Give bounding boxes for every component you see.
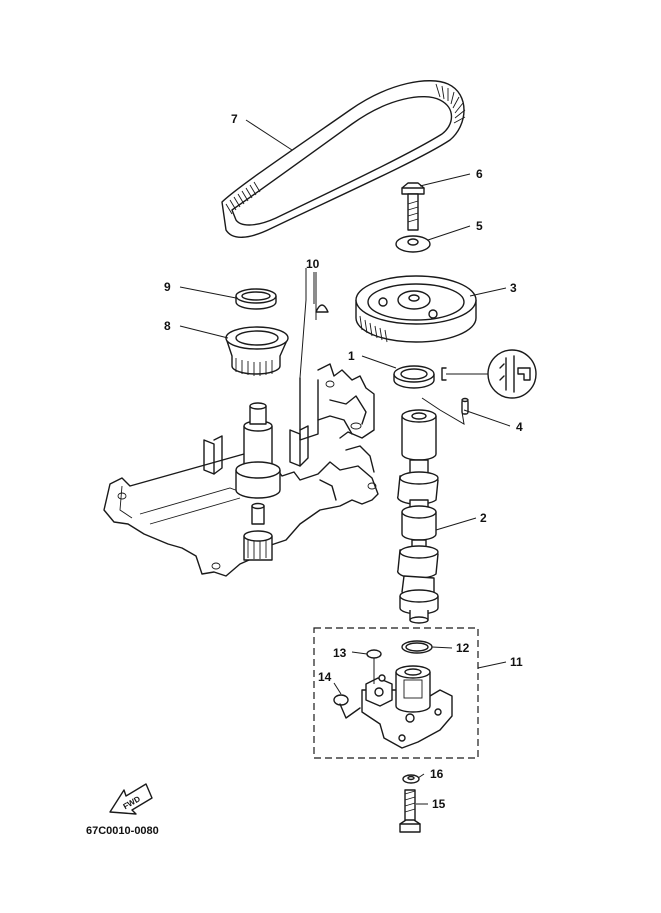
callout-8: 8 [164,319,171,333]
callout-6: 6 [476,167,483,181]
callout-11: 11 [510,655,523,669]
pulley-bolt [401,182,425,231]
callout-1: 1 [348,349,355,363]
drawing-code: 67C0010-0080 [86,825,159,837]
oil-pump-body [361,665,453,749]
oil-seal [235,288,277,310]
callout-13: 13 [333,646,347,660]
callout-15: 15 [432,797,446,811]
washer [395,235,431,253]
leader-lines [179,119,511,805]
forward-direction-arrow-icon: FWD [109,783,153,815]
callout-16: 16 [430,767,444,781]
dowel-pin [461,397,469,415]
pump-bolt-washer [402,774,420,784]
bearing-housing [225,326,289,376]
cylinder-block [103,363,379,577]
callout-10: 10 [306,257,320,271]
callout-numbers: 7 6 5 3 9 10 8 1 4 2 11 12 13 14 16 15 [164,112,523,811]
callout-4: 4 [516,420,523,434]
camshaft [397,409,439,624]
callout-14: 14 [318,670,332,684]
callout-5: 5 [476,219,483,233]
callout-3: 3 [510,281,517,295]
woodruff-key [315,304,329,313]
oil-pump-assembly [313,627,479,759]
pump-bolt [399,789,421,833]
callout-2: 2 [480,511,487,525]
callout-12: 12 [456,641,470,655]
callout-9: 9 [164,280,171,294]
pump-o-ring-small [366,649,382,659]
pump-o-ring-large [401,640,433,654]
driven-pulley [355,275,477,343]
camshaft-oil-seal [393,365,435,389]
pump-o-ring-side [333,694,349,706]
callout-7: 7 [231,112,238,126]
timing-belt [221,80,466,238]
seal-detail-inset [441,349,537,399]
